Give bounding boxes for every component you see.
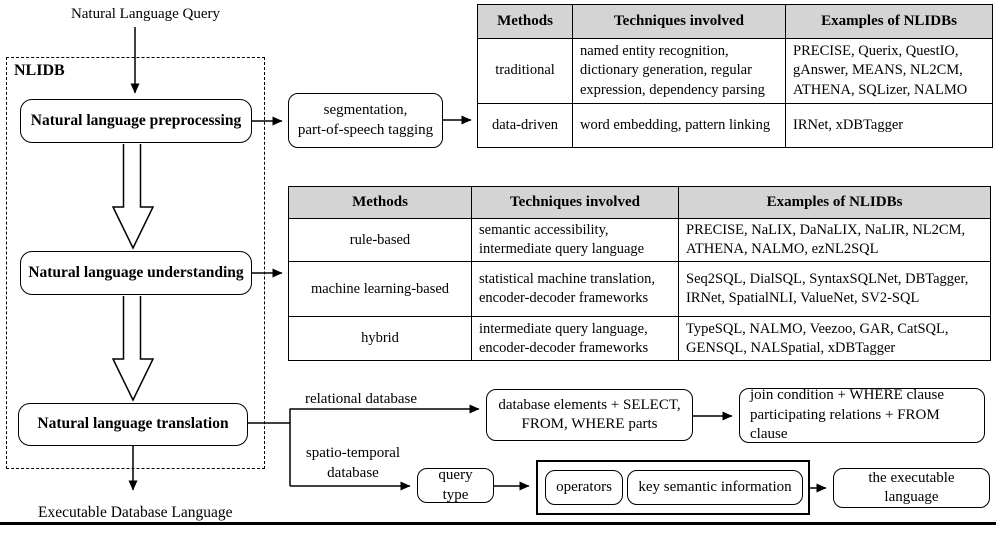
stage-translation-label: Natural language translation [37,415,229,433]
cell-examples: PRECISE, NaLIX, DaNaLIX, NaLIR, NL2CM, A… [678,217,991,263]
relational-step1-box: database elements + SELECT, FROM, WHERE … [486,389,693,441]
col-header-methods: Methods [477,4,573,39]
query-type-label: query type [438,467,473,503]
stage-translation-box: Natural language translation [18,403,248,446]
preprocessing-methods-table: Methods Techniques involved Examples of … [477,4,993,148]
stage-preprocessing-box: Natural language preprocessing [20,99,252,143]
col-header-examples: Examples of NLIDBs [785,4,993,39]
nlidb-dashed-container [6,57,265,469]
cell-techniques: word embedding, pattern linking [572,103,786,148]
cell-method: hybrid [288,316,472,362]
table-row: hybrid intermediate query language, enco… [288,316,991,362]
cell-examples: Seq2SQL, DialSQL, SyntaxSQLNet, DBTagger… [678,261,991,318]
cell-techniques: intermediate query language, encoder-dec… [471,316,679,362]
operators-box: operators [545,470,623,505]
understanding-methods-table: Methods Techniques involved Examples of … [288,186,991,362]
table-header-row: Methods Techniques involved Examples of … [477,4,993,39]
segmentation-box-label: segmentation, part-of-speech tagging [297,102,434,138]
operators-label: operators [556,478,612,495]
spatiotemporal-database-branch-label: spatio-temporal database [305,445,401,481]
table-row: machine learning-based statistical machi… [288,261,991,318]
stage-understanding-box: Natural language understanding [20,251,252,295]
col-header-examples: Examples of NLIDBs [678,186,991,219]
relational-database-branch-label: relational database [304,391,418,407]
key-semantic-information-label: key semantic information [638,478,792,495]
relational-step2-box: join condition + WHERE clause participat… [739,387,985,443]
hollow-arrow-understanding-to-translation [111,296,155,402]
table-row: data-driven word embedding, pattern link… [477,103,993,148]
segmentation-box: segmentation, part-of-speech tagging [288,93,443,148]
cell-examples: PRECISE, Querix, QuestIO, gAnswer, MEANS… [785,38,993,104]
nlidb-container-label: NLIDB [14,62,65,79]
stage-preprocessing-label: Natural language preprocessing [30,111,242,129]
col-header-techniques: Techniques involved [572,4,786,39]
cell-techniques: statistical machine translation, encoder… [471,261,679,318]
cell-examples: IRNet, xDBTagger [785,103,993,148]
cell-method: traditional [477,38,573,104]
figure-bottom-rule [0,522,996,525]
executable-language-label: the executable language [868,469,955,506]
query-type-box: query type [417,467,494,503]
col-header-techniques: Techniques involved [471,186,679,219]
cell-examples: TypeSQL, NALMO, Veezoo, GAR, CatSQL, GEN… [678,316,991,362]
input-query-label: Natural Language Query [70,6,221,22]
key-semantic-information-box: key semantic information [627,470,803,505]
hollow-arrow-preprocessing-to-understanding [111,144,155,250]
cell-method: data-driven [477,103,573,148]
table-header-row: Methods Techniques involved Examples of … [288,186,991,219]
relational-step1-label: database elements + SELECT, FROM, WHERE … [498,396,681,433]
cell-techniques: named entity recognition, dictionary gen… [572,38,786,104]
stage-understanding-label: Natural language understanding [28,263,244,281]
col-header-methods: Methods [288,186,472,219]
cell-method: machine learning-based [288,261,472,318]
relational-step2-label: join condition + WHERE clause participat… [750,387,944,443]
cell-method: rule-based [288,217,472,263]
executable-language-box: the executable language [833,468,990,508]
table-row: rule-based semantic accessibility, inter… [288,217,991,263]
table-row: traditional named entity recognition, di… [477,38,993,104]
output-language-label: Executable Database Language [38,504,233,521]
cell-techniques: semantic accessibility, intermediate que… [471,217,679,263]
